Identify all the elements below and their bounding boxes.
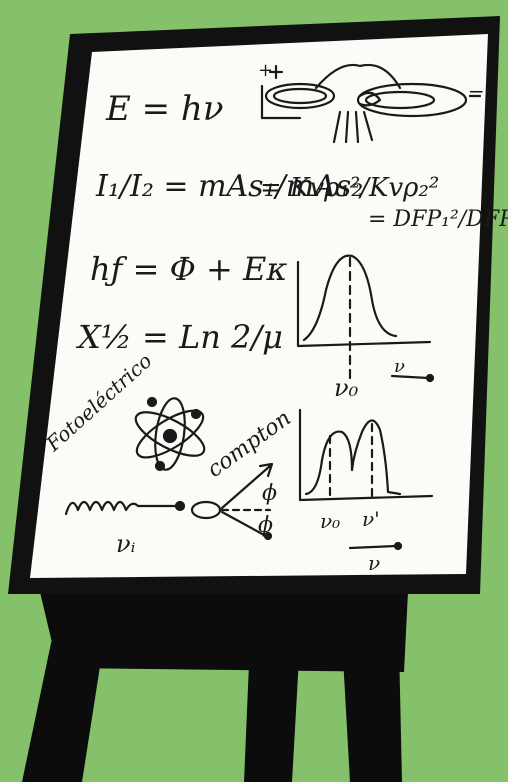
easel-crossbar — [40, 592, 408, 672]
tube-minus-label: − — [468, 79, 485, 103]
equation-energy: E = hν — [105, 89, 224, 129]
whiteboard-icon — [8, 16, 500, 594]
equation-half-value: X½ = Ln 2/μ — [75, 318, 283, 356]
double-peak-spectrum-icon — [298, 408, 434, 502]
single-peak-spectrum-icon — [296, 254, 432, 382]
equation-ratio-dfp: = DFP₁²/DFP₂² — [368, 207, 508, 232]
easel-stand — [22, 592, 408, 782]
easel-right-leg — [340, 600, 402, 782]
bottom-nu-arrow-icon — [348, 541, 403, 551]
label-phi-upper: ϕ — [262, 481, 277, 506]
equation-photoelectric: hƒ = Φ + Eκ — [90, 250, 287, 288]
equation-ratio-intensity: I₁/I₂ = mAs₁/mAs₂ — [95, 169, 363, 204]
board-surface — [30, 34, 488, 578]
easel-left-leg — [22, 600, 110, 782]
nu-arrow-icon — [390, 373, 435, 383]
label-nu-zero-top: ν₀ — [334, 374, 359, 402]
label-phi-lower: ϕ — [258, 513, 273, 538]
wavy-photon-arrow-icon — [64, 462, 274, 541]
tube-plus-label: + — [258, 60, 273, 81]
easel-front-leg — [244, 640, 300, 782]
label-nu-bottom: ν — [368, 551, 380, 575]
x-ray-tube-sketch-icon — [260, 63, 482, 144]
atom-sketch-icon — [134, 396, 206, 472]
label-nu-i: νᵢ — [116, 530, 136, 558]
equation-ratio-kvp: = Kvρ₁²/Kvρ₂² — [260, 173, 439, 203]
label-nu-zero-bottom: ν₀ — [320, 509, 340, 533]
label-nu-prime: ν' — [362, 507, 380, 531]
label-nu-arrow: ν — [394, 356, 405, 377]
